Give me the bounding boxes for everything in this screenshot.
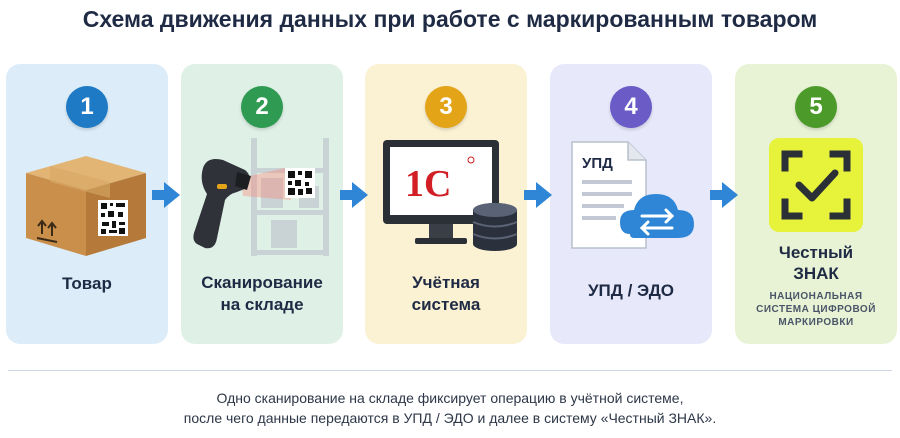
caption: Одно сканирование на складе фиксирует оп… [0,388,900,428]
step-label-scanning-line2: на складе [220,295,304,314]
step-label-product: Товар [62,274,112,293]
step-sub-line2: СИСТЕМА ЦИФРОВОЙ [756,304,876,315]
diagram-title: Схема движения данных при работе с марки… [82,6,818,32]
cardboard-box-icon [26,156,146,256]
step-number-3: 3 [425,86,467,128]
caption-line1: Одно сканирование на складе фиксирует оп… [216,390,684,406]
step-card-chestny-znak: 5 Честный ЗНАК НАЦИОНАЛЬНАЯ СИСТЕМА ЦИФР… [735,64,897,344]
step-card-product: 1 Товар [6,64,168,344]
document-cloud-sync-icon: УПД [571,141,694,249]
divider [8,370,892,371]
step-card-accounting: 3 1С Учётная система [365,64,527,344]
step-label-chestny-line1: Честный [778,243,854,262]
barcode-scanner-icon [193,138,329,256]
1c-logo-text: 1С [405,163,451,205]
step-label-accounting-line1: Учётная [412,273,480,292]
arrow-right-icon [710,182,738,208]
doc-title-text: УПД [582,155,613,172]
step-sub-line3: МАРКИРОВКИ [778,317,854,328]
step-label-chestny-line2: ЗНАК [793,264,839,283]
step-card-scanning: 2 Сканирование на складе [181,64,343,344]
step-number-2: 2 [241,86,283,128]
chestny-znak-logo-icon [769,138,863,232]
computer-1c-database-icon: 1С [383,140,518,251]
step-label-accounting-line2: система [411,295,481,314]
step-card-edo: 4 УПД УПД / ЭДО [550,64,712,344]
step-sub-line1: НАЦИОНАЛЬНАЯ [769,291,863,302]
arrow-right-icon [152,182,180,208]
step-number-1: 1 [66,86,108,128]
step-number-5: 5 [795,86,837,128]
step-number-4: 4 [610,86,652,128]
arrow-right-icon [340,182,368,208]
step-label-scanning-line1: Сканирование [201,273,323,292]
arrow-right-icon [524,182,552,208]
caption-line2: после чего данные передаются в УПД / ЭДО… [183,410,717,426]
step-label-edo: УПД / ЭДО [587,281,675,300]
